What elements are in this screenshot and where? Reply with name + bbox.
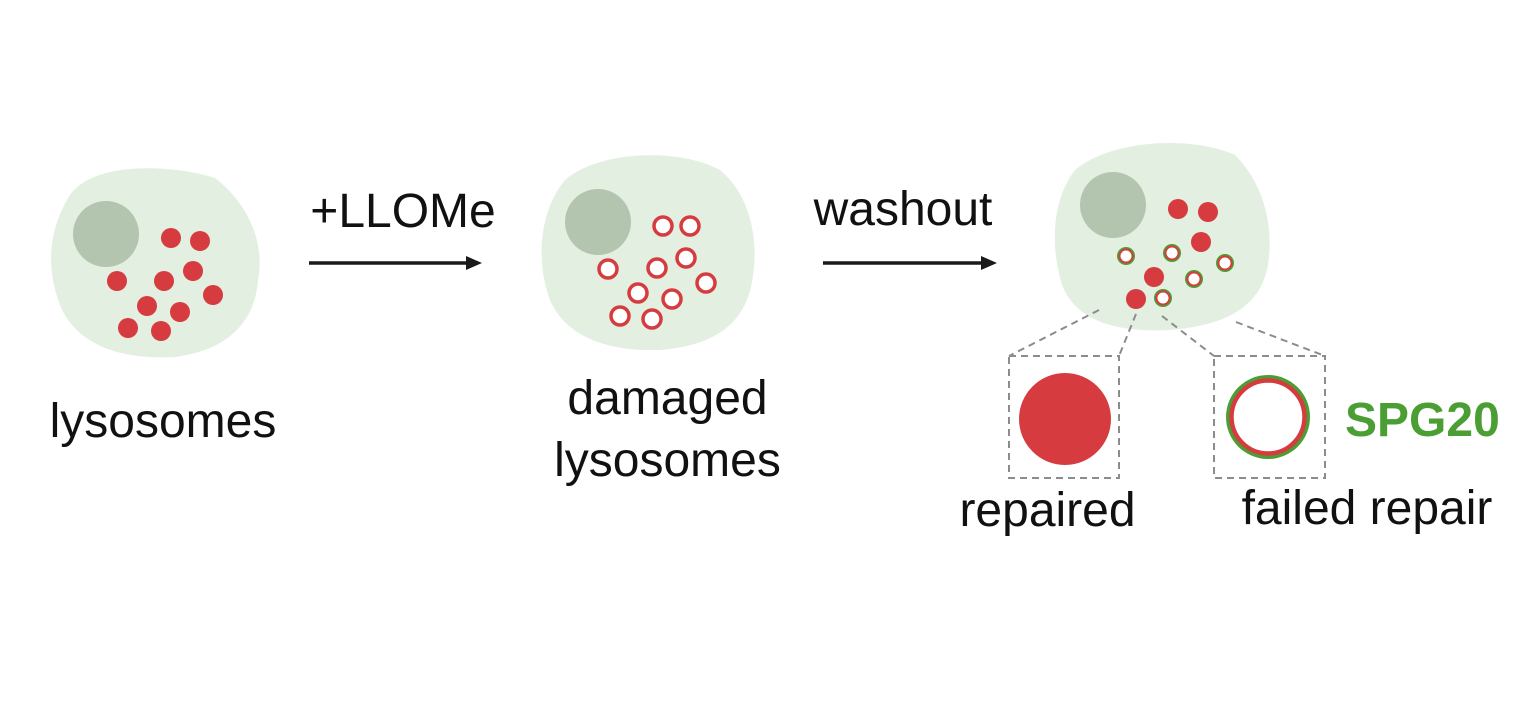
lysosome-intact: [137, 296, 157, 316]
lysosome-damaged: [675, 247, 697, 269]
lysosome-damaged: [597, 258, 619, 280]
lysosome-intact: [107, 271, 127, 291]
label-llome: +LLOMe: [310, 185, 496, 238]
zoom-box-failed: [1213, 355, 1326, 479]
cell-damaged: [541, 155, 755, 351]
repaired-lysosomes: [1126, 199, 1218, 309]
intact-lysosomes: [107, 228, 223, 341]
lysosome-damaged: [627, 282, 649, 304]
lysosome-damaged: [609, 305, 631, 327]
nucleus: [1080, 172, 1146, 238]
lysosome-damaged: [661, 288, 683, 310]
lysosome-failed: [1216, 254, 1234, 272]
zoom-box-frame: [1213, 355, 1326, 479]
label-lysosomes: lysosomes: [49, 395, 277, 448]
lysosome-repaired: [1191, 232, 1211, 252]
label-damaged-lysosomes: lysosomes: [554, 434, 781, 487]
lysosome-repaired-enlarged: [1019, 373, 1111, 465]
lysosome-intact: [183, 261, 203, 281]
lysosome-intact: [170, 302, 190, 322]
lysosome-damaged: [679, 215, 701, 237]
damaged-lysosomes: [597, 215, 717, 330]
nucleus: [73, 201, 139, 267]
lysosome-intact: [118, 318, 138, 338]
zoom-lines: [1008, 309, 1326, 357]
lysosome-damaged: [695, 272, 717, 294]
label-spg20: SPG20: [1345, 394, 1500, 447]
lysosome-repaired: [1168, 199, 1188, 219]
lysosome-damaged: [641, 308, 663, 330]
cell-washout: [1054, 143, 1270, 331]
lysosome-failed: [1154, 289, 1172, 307]
damaged-membrane-ring: [1229, 378, 1307, 456]
cell-intact: [51, 168, 260, 358]
lysosome-repaired: [1144, 267, 1164, 287]
lysosome-intact: [190, 231, 210, 251]
failed-lysosomes: [1117, 244, 1234, 307]
arrow-llome: [309, 256, 482, 270]
lysosome-damaged: [646, 257, 668, 279]
lysosome-failed: [1185, 270, 1203, 288]
zoom-box-frame: [1008, 355, 1120, 479]
lysosome-intact: [151, 321, 171, 341]
lysosome-intact: [161, 228, 181, 248]
label-failed-repair: failed repair: [1241, 482, 1493, 535]
label-damaged: damaged: [567, 372, 768, 425]
zoom-box-repaired: [1008, 355, 1120, 479]
label-repaired: repaired: [959, 484, 1136, 537]
lysosome-failed: [1163, 244, 1181, 262]
arrowhead: [466, 256, 482, 270]
lysosome-intact: [154, 271, 174, 291]
arrow-washout: [823, 256, 997, 270]
lysosome-repaired: [1126, 289, 1146, 309]
lysosome-damaged: [652, 215, 674, 237]
arrowhead: [981, 256, 997, 270]
lysosome-repaired: [1198, 202, 1218, 222]
label-washout: washout: [813, 183, 993, 236]
lysosome-failed: [1117, 247, 1135, 265]
lysosome-intact: [203, 285, 223, 305]
nucleus: [565, 189, 631, 255]
